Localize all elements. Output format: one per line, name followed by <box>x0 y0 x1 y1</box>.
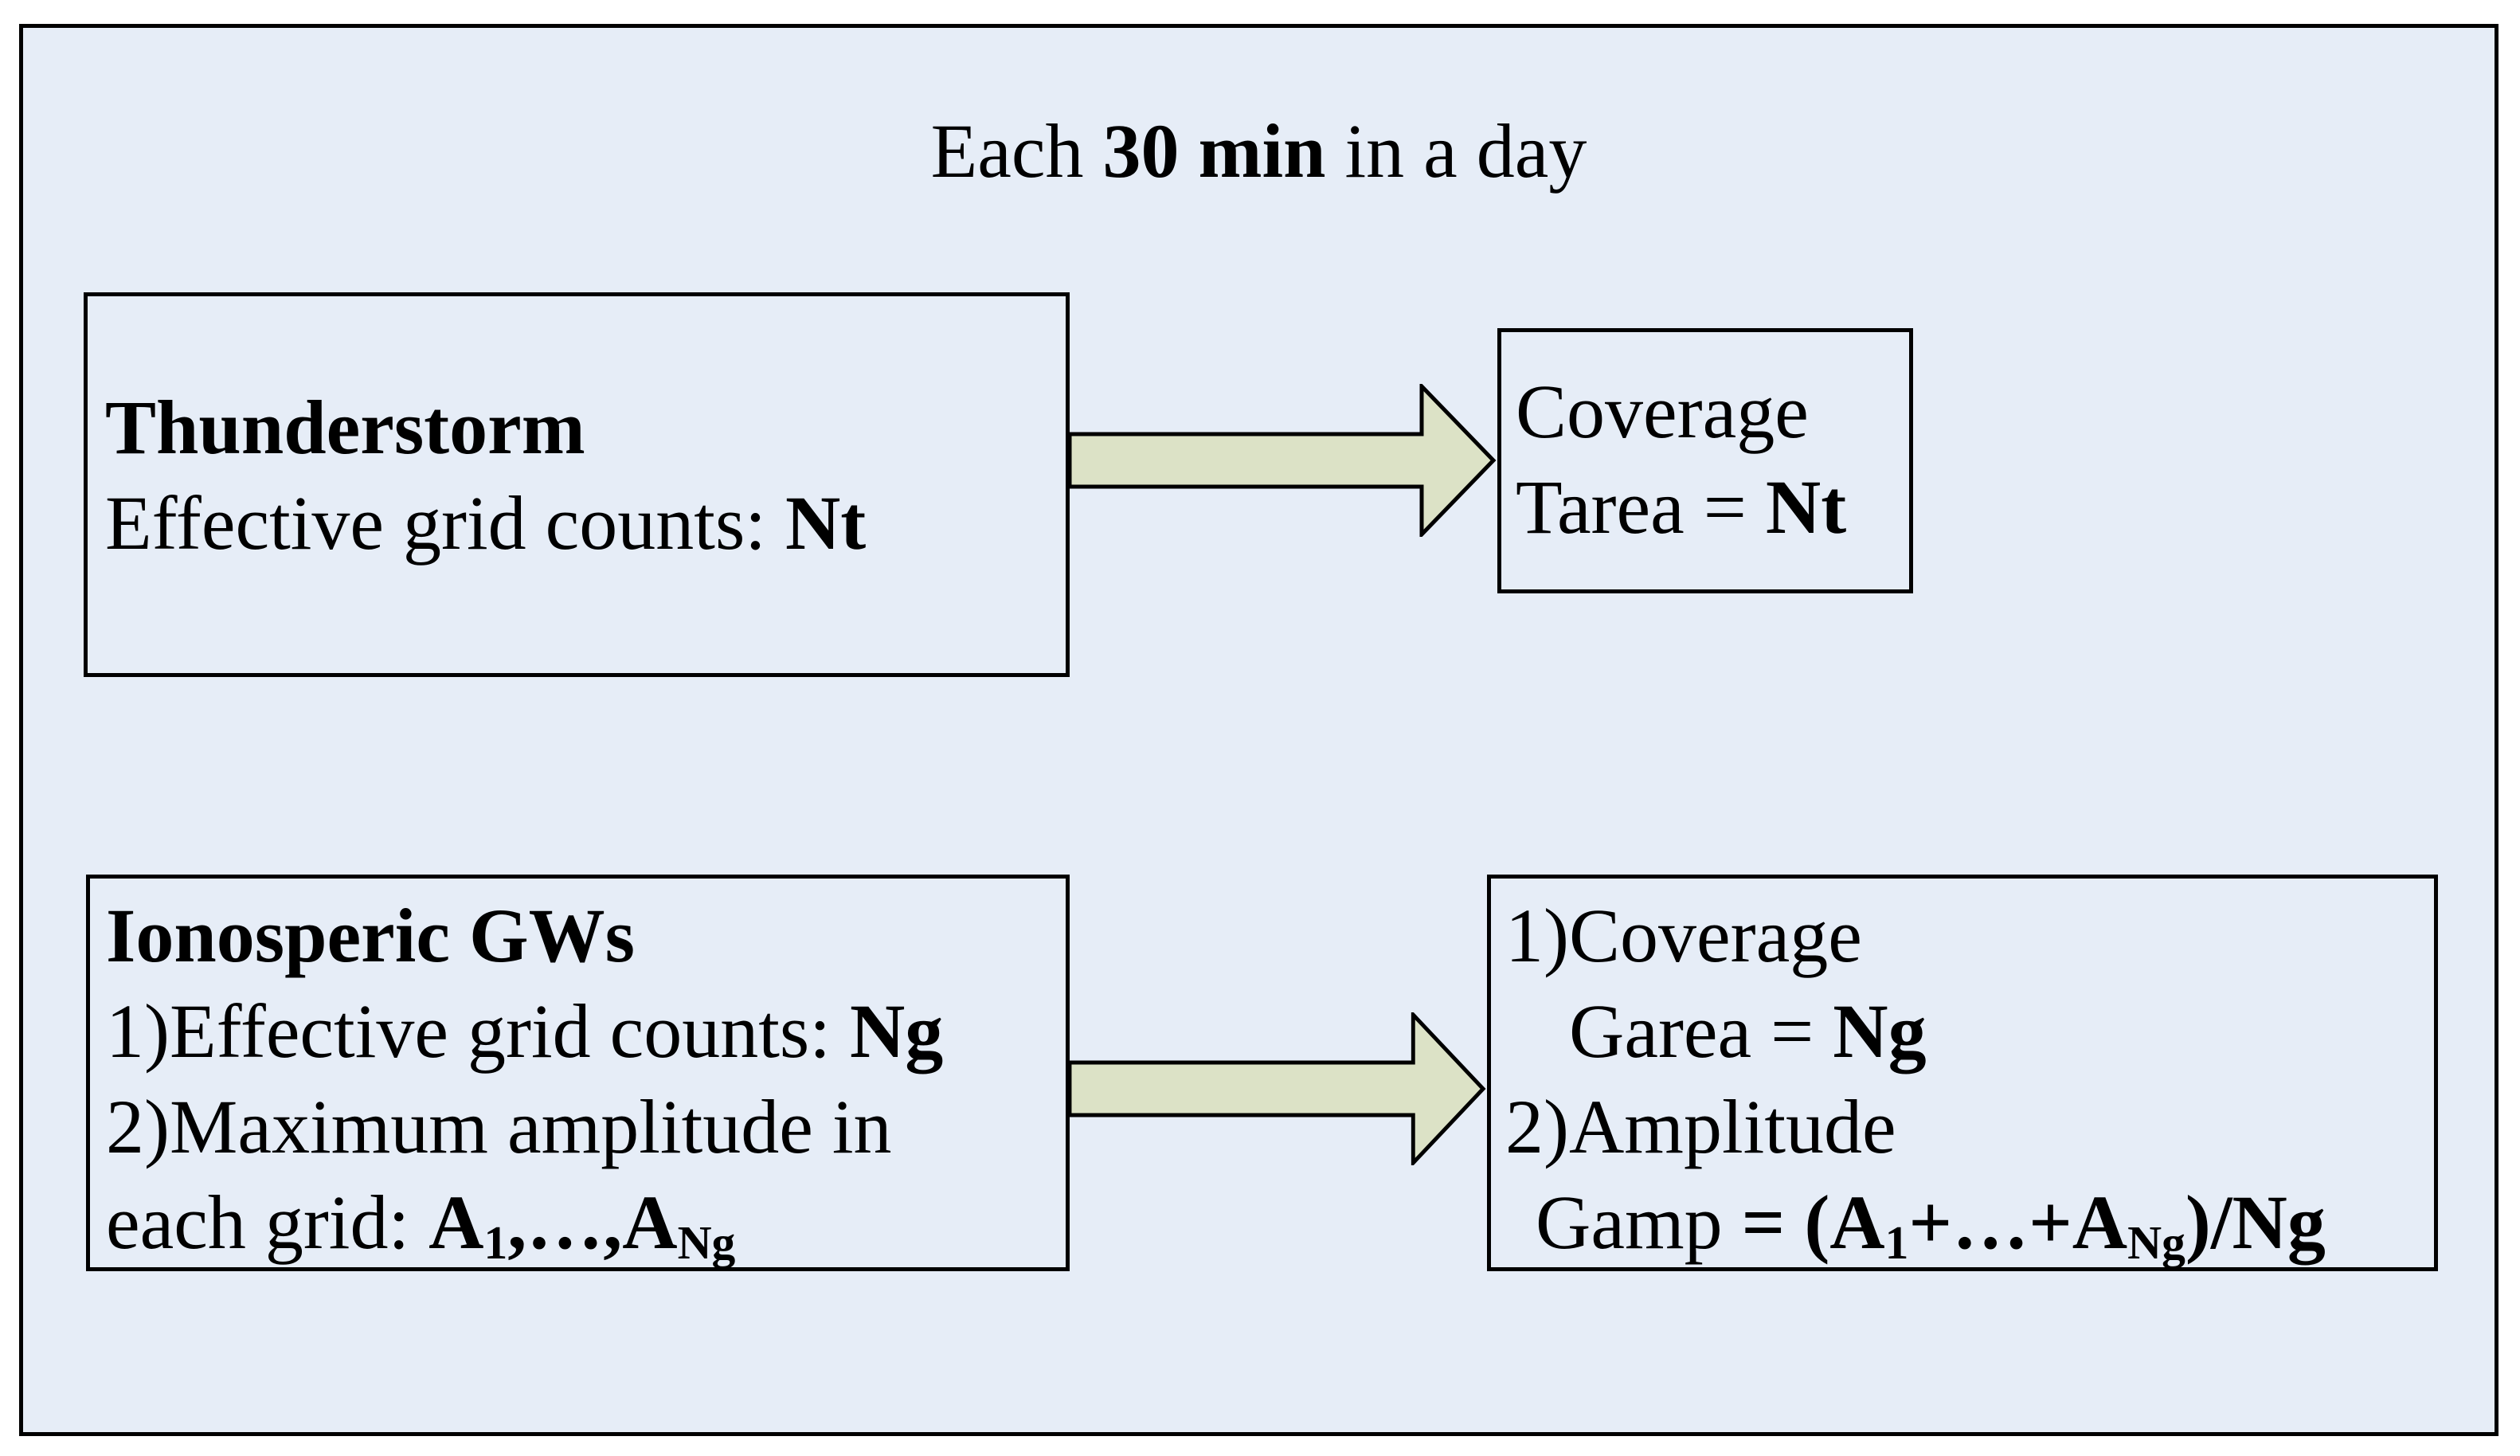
block-arrow-right-icon <box>1070 384 1497 537</box>
block-arrow-right-icon <box>1070 1012 1486 1165</box>
gws-amplitude-label: 2)Amplitude <box>1505 1084 1896 1169</box>
title-text-bold: 30 min <box>1102 108 1326 194</box>
coverage-label: Coverage <box>1516 369 1809 454</box>
diagram-title: Each 30 min in a day <box>23 101 2495 201</box>
gamp-formula: Gamp = (A1+…+ANg)/Ng <box>1536 1180 2326 1270</box>
garea-formula: Garea = Ng <box>1569 988 1927 1074</box>
diagram-canvas: Each 30 min in a day Thunderstorm Effect… <box>19 24 2498 1436</box>
ionospheric-heading: Ionosperic GWs <box>106 893 636 978</box>
ionospheric-amplitude-list: each grid: A1,…,ANg <box>106 1180 736 1270</box>
title-text-suffix: in a day <box>1325 108 1587 194</box>
thunderstorm-box: Thunderstorm Effective grid counts: Nt <box>84 292 1070 677</box>
coverage-tarea-box: Coverage Tarea = Nt <box>1497 328 1913 593</box>
thunderstorm-grid-counts: Effective grid counts: Nt <box>105 480 867 566</box>
ionospheric-grid-counts: 1)Effective grid counts: Ng <box>106 988 944 1074</box>
coverage-gamp-box: 1)Coverage Garea = Ng 2)Amplitude Gamp =… <box>1487 875 2438 1271</box>
thunderstorm-heading: Thunderstorm <box>105 385 585 470</box>
tarea-formula: Tarea = Nt <box>1516 464 1847 550</box>
title-text-prefix: Each <box>930 108 1103 194</box>
ionospheric-max-amplitude: 2)Maximum amplitude in <box>106 1084 892 1169</box>
ionospheric-gws-box: Ionosperic GWs 1)Effective grid counts: … <box>86 875 1070 1271</box>
gws-coverage-label: 1)Coverage <box>1505 893 1862 978</box>
